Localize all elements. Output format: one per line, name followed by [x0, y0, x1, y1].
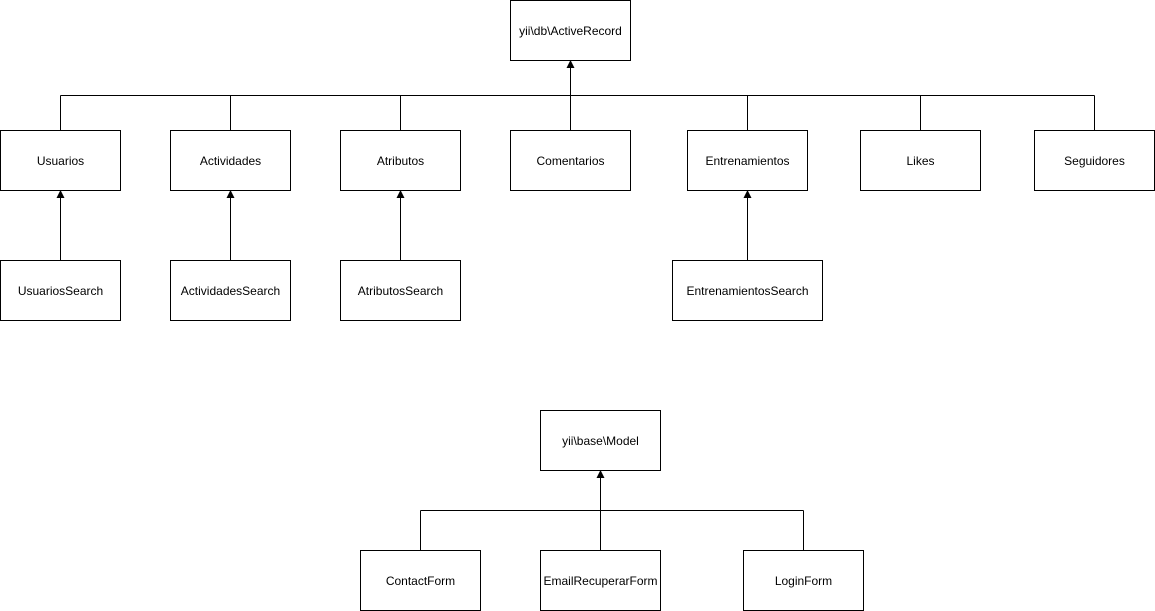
- atributos-search-node[interactable]: AtributosSearch: [340, 260, 461, 321]
- actividades-node[interactable]: Actividades: [170, 130, 291, 191]
- entrenamientos-search-node[interactable]: EntrenamientosSearch: [672, 260, 823, 321]
- contact-form-node[interactable]: ContactForm: [360, 550, 481, 611]
- model-connectors: [420, 470, 804, 550]
- usuarios-node[interactable]: Usuarios: [0, 130, 121, 191]
- atributos-node[interactable]: Atributos: [340, 130, 461, 191]
- actividades-search-node[interactable]: ActividadesSearch: [170, 260, 291, 321]
- comentarios-node[interactable]: Comentarios: [510, 130, 631, 191]
- activerecord-connectors: [56, 60, 1095, 260]
- entrenamientos-node[interactable]: Entrenamientos: [687, 130, 808, 191]
- likes-node[interactable]: Likes: [860, 130, 981, 191]
- email-recuperar-form-node[interactable]: EmailRecuperarForm: [540, 550, 661, 611]
- login-form-node[interactable]: LoginForm: [743, 550, 864, 611]
- seguidores-node[interactable]: Seguidores: [1034, 130, 1155, 191]
- usuarios-search-node[interactable]: UsuariosSearch: [0, 260, 121, 321]
- activerecord-node[interactable]: yii\db\ActiveRecord: [510, 0, 631, 61]
- model-node[interactable]: yii\base\Model: [540, 410, 661, 471]
